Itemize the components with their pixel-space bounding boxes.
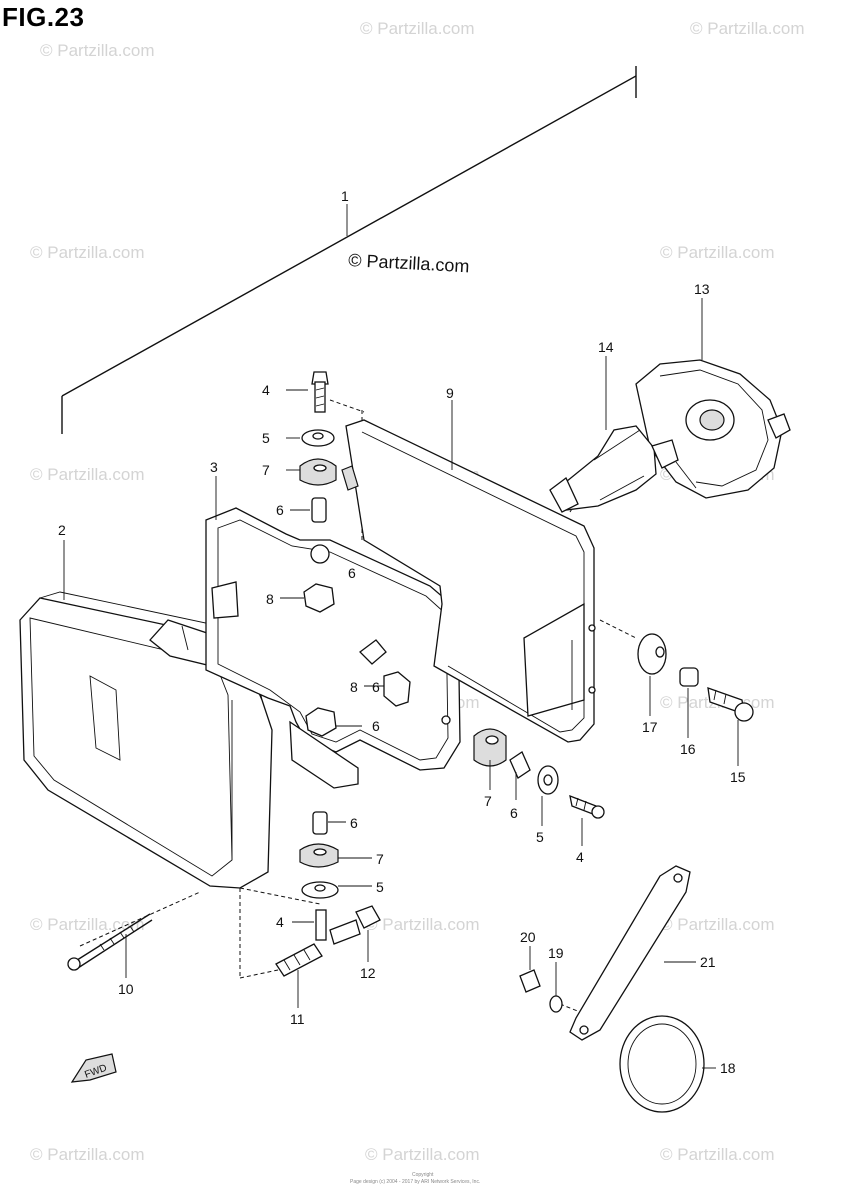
callout-4-b: 4: [276, 914, 284, 930]
callout-leaders: [63, 298, 739, 1069]
main-watermark: © Partzilla.com: [348, 250, 470, 276]
callout-12: 12: [360, 965, 376, 981]
callout-5-c: 5: [536, 829, 544, 845]
callout-6-b: 6: [372, 679, 380, 695]
watermark: © Partzilla.com: [360, 19, 475, 38]
callout-19: 19: [548, 945, 564, 961]
callout-5-b: 5: [376, 879, 384, 895]
callout-6: 6: [276, 502, 284, 518]
assembly-bracket: [61, 66, 637, 434]
callout-15: 15: [730, 769, 746, 785]
callout-6-c: 6: [372, 718, 380, 734]
callout-10: 10: [118, 981, 134, 997]
reflector-bracket: [519, 865, 705, 1113]
callout-13: 13: [694, 281, 710, 297]
callout-6-e: 6: [510, 805, 518, 821]
callout-1: 1: [341, 188, 349, 204]
callout-4: 4: [262, 382, 270, 398]
callout-8-b: 8: [350, 679, 358, 695]
callout-6-f: 6: [348, 565, 356, 581]
figure-title: FIG.23: [2, 2, 85, 32]
callout-20: 20: [520, 929, 536, 945]
callout-9: 9: [446, 385, 454, 401]
headlight-housing: [345, 419, 596, 743]
lower-hardware-stack: [275, 811, 381, 977]
watermark: © Partzilla.com: [30, 243, 145, 262]
callout-14: 14: [598, 339, 614, 355]
callout-21: 21: [700, 954, 716, 970]
watermark: © Partzilla.com: [30, 1145, 145, 1164]
callout-18: 18: [720, 1060, 736, 1076]
callout-2: 2: [58, 522, 66, 538]
watermark: © Partzilla.com: [660, 243, 775, 262]
callout-7-b: 7: [376, 851, 384, 867]
footer-copyright: Copyright: [412, 1172, 434, 1178]
callout-7: 7: [262, 462, 270, 478]
callout-8: 8: [266, 591, 274, 607]
callout-3: 3: [210, 459, 218, 475]
callout-5: 5: [262, 430, 270, 446]
watermark: © Partzilla.com: [365, 915, 480, 934]
footer-design: Page design (c) 2004 - 2017 by ARI Netwo…: [350, 1179, 480, 1185]
callout-16: 16: [680, 741, 696, 757]
watermark: © Partzilla.com: [660, 1145, 775, 1164]
watermark: © Partzilla.com: [30, 915, 145, 934]
callout-6-d: 6: [350, 815, 358, 831]
watermark: © Partzilla.com: [365, 1145, 480, 1164]
watermark: © Partzilla.com: [30, 465, 145, 484]
watermark: © Partzilla.com: [40, 41, 155, 60]
fwd-arrow: FWD: [70, 1053, 117, 1083]
callout-4-c: 4: [576, 849, 584, 865]
watermark: © Partzilla.com: [660, 915, 775, 934]
bulb-and-socket: [549, 359, 791, 513]
callout-numbers: 1 2 3 4 5 6 7 8 9 10 11 12 13 14 15 16 1…: [58, 188, 746, 1076]
callout-7-c: 7: [484, 793, 492, 809]
callout-11: 11: [290, 1011, 305, 1027]
watermark: © Partzilla.com: [690, 19, 805, 38]
mount-bolt-set: [637, 633, 754, 722]
adjusting-screw: [67, 913, 153, 971]
callout-17: 17: [642, 719, 658, 735]
upper-hardware-stack: [299, 371, 411, 737]
side-hardware: [473, 728, 605, 819]
